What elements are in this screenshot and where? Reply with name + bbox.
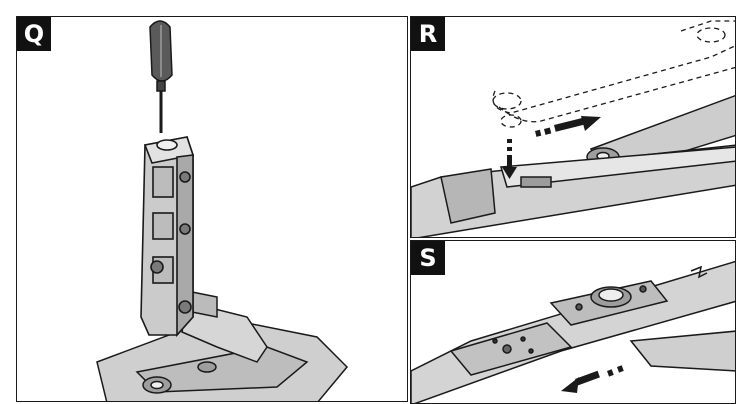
screwdriver: [149, 20, 173, 133]
panel-s-illustration: [411, 260, 735, 403]
lower-arm: [629, 330, 735, 372]
panel-r: R: [410, 16, 736, 238]
panel-s-label: S: [411, 241, 445, 275]
panel-s: S: [410, 240, 736, 404]
panel-q-label: Q: [17, 17, 51, 51]
hinge-arm-base: [96, 316, 349, 401]
panel-r-illustration: [411, 20, 735, 237]
hinge-body: [140, 136, 195, 338]
left-arrow: [561, 365, 624, 393]
right-arrow: [535, 116, 601, 137]
down-arrow: [502, 139, 517, 179]
stay-arm: [411, 260, 735, 403]
panel-r-label: R: [411, 17, 445, 51]
slide-rail: [411, 144, 735, 237]
arm-outline-dashed: [492, 20, 735, 128]
panel-q-illustration: [96, 20, 349, 401]
panel-q: Q: [16, 16, 408, 402]
